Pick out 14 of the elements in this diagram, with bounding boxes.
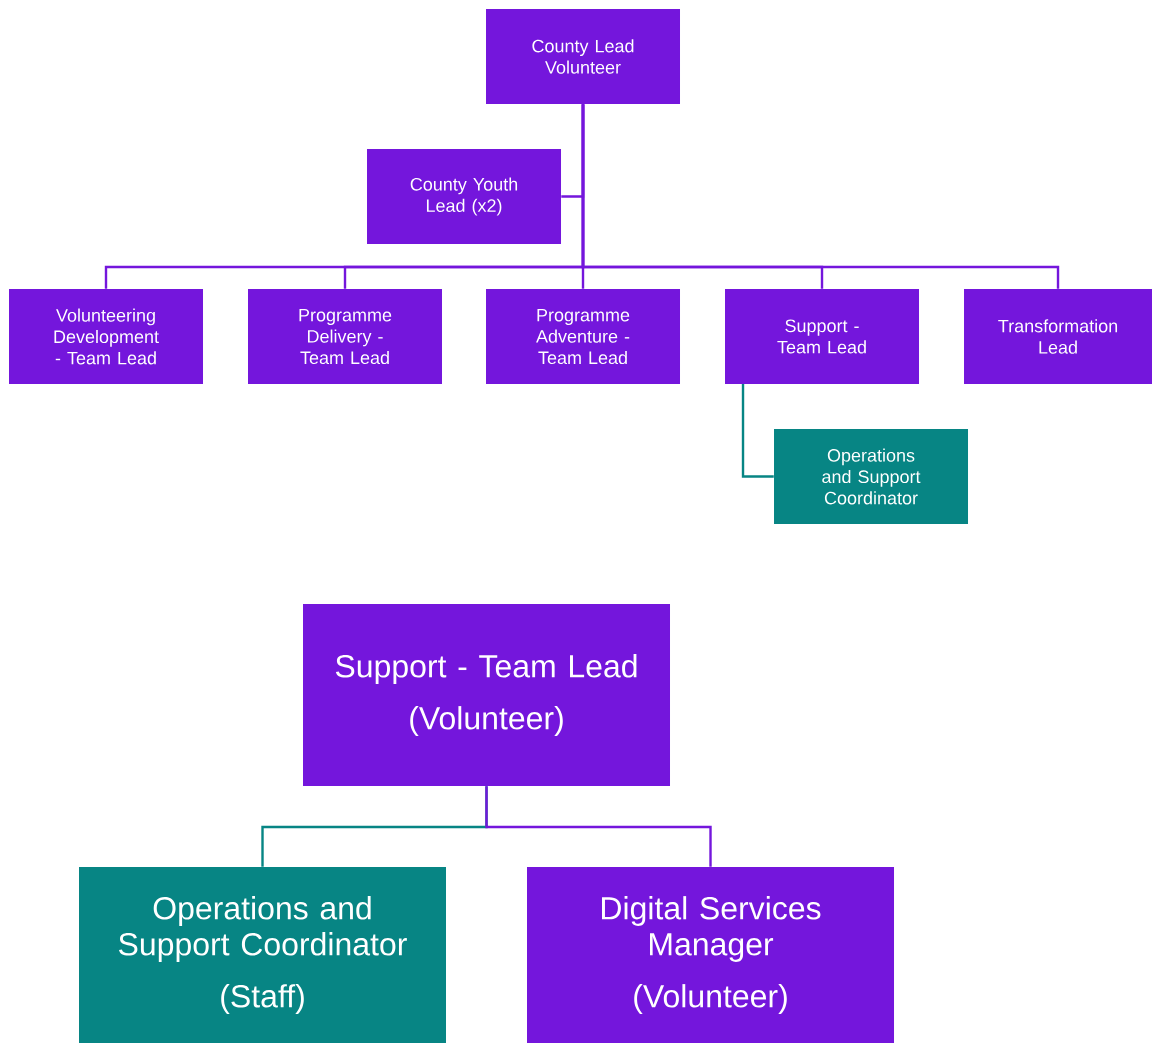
role-box: Volunteering Development - Team Lead xyxy=(9,289,203,384)
role-box: Operations and Support Coordinator (Staff) xyxy=(79,867,446,1043)
role-box: Support - Team Lead (Volunteer) xyxy=(303,604,670,786)
role-box: Programme Adventure - Team Lead xyxy=(486,289,680,384)
role-box: Transformation Lead xyxy=(964,289,1152,384)
role-box: County Lead Volunteer xyxy=(486,9,680,104)
connector xyxy=(581,104,1060,289)
role-box: Programme Delivery - Team Lead xyxy=(248,289,442,384)
role-box: Operations and Support Coordinator xyxy=(774,429,968,524)
connector xyxy=(741,384,774,478)
connector xyxy=(485,786,712,867)
role-box: County Youth Lead (x2) xyxy=(367,149,561,244)
role-box: Support - Team Lead xyxy=(725,289,919,384)
role-box: Digital Services Manager (Volunteer) xyxy=(527,867,894,1043)
